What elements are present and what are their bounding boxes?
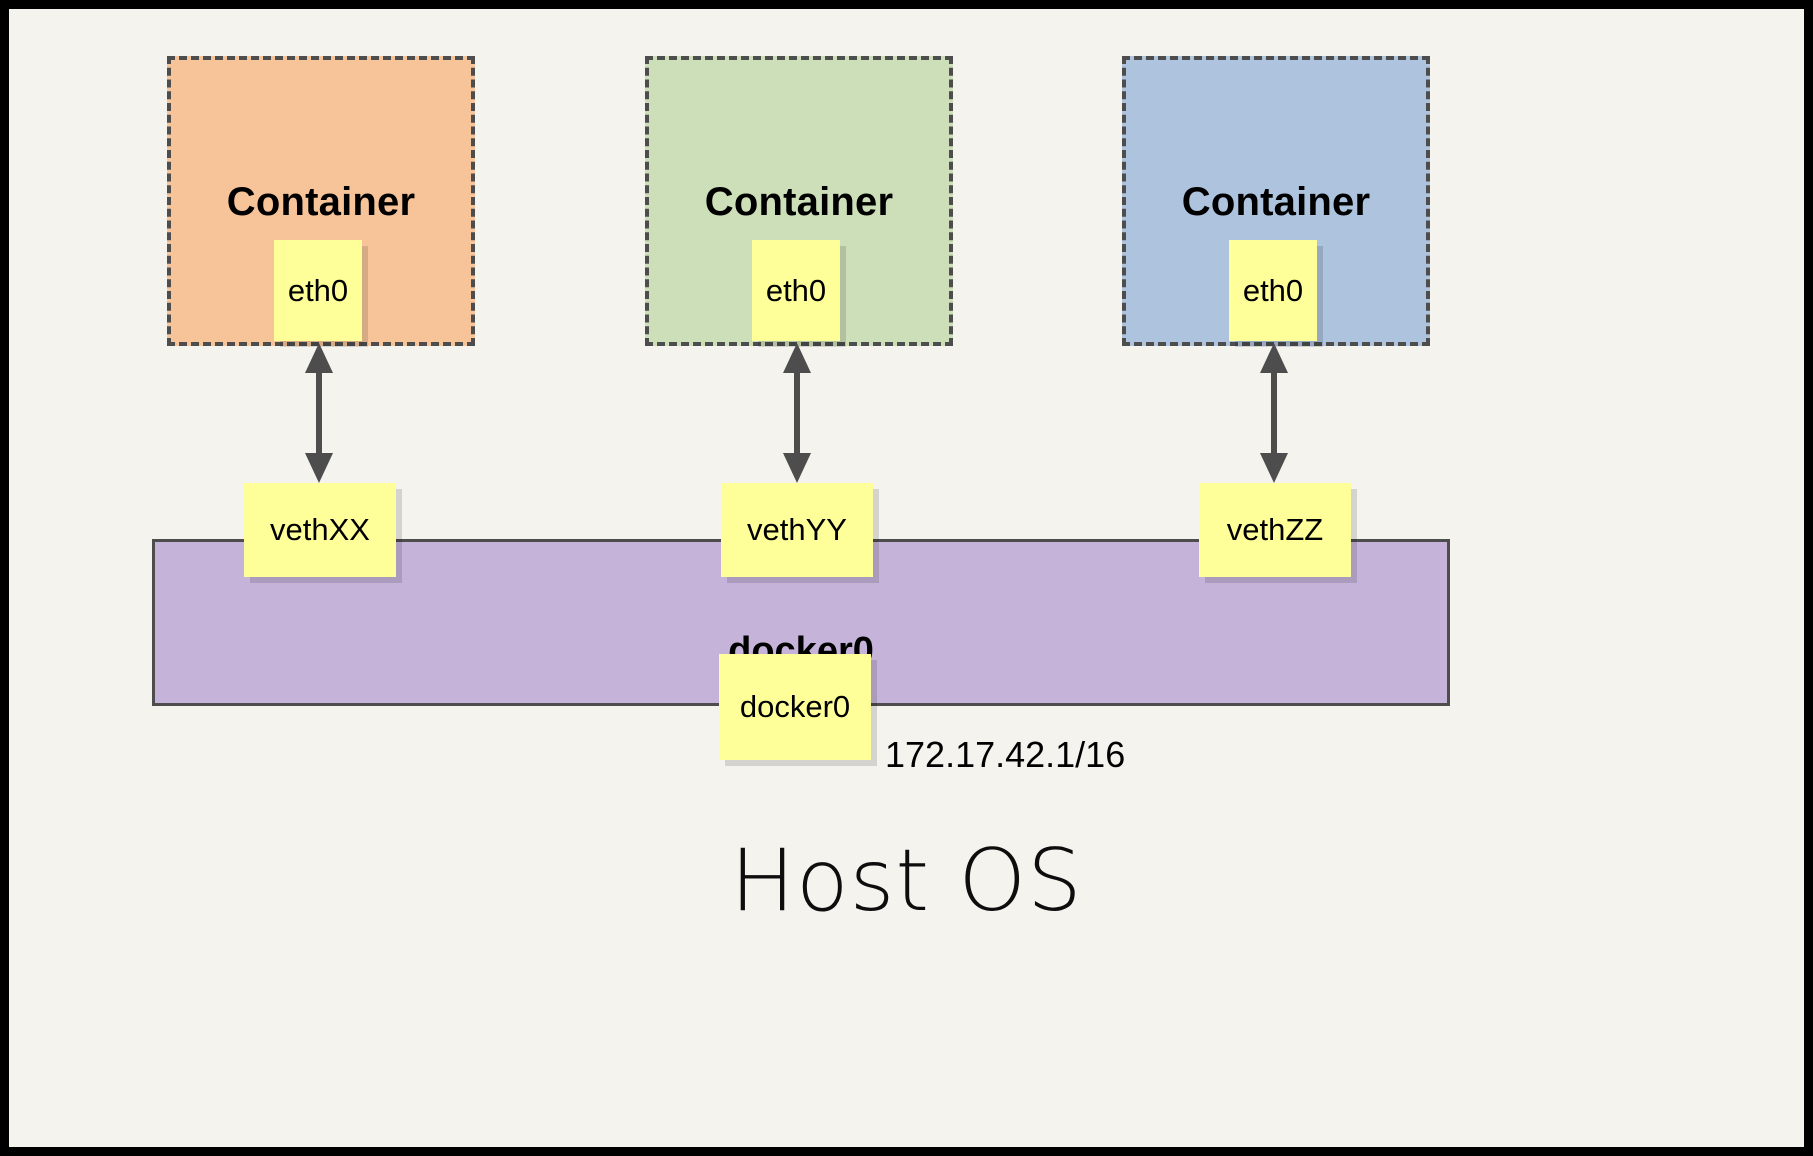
veth-label-1: vethXX <box>270 512 370 547</box>
veth-link-arrow-2 <box>783 343 811 483</box>
docker0-ip-address: 172.17.42.1/16 <box>885 734 1126 775</box>
veth-link-arrow-3 <box>1260 343 1288 483</box>
veth-link-arrow-1 <box>305 343 333 483</box>
veth-label-3: vethZZ <box>1226 512 1324 547</box>
eth0-box-1: eth0 <box>274 240 362 341</box>
veth-box-1: vethXX <box>244 483 396 577</box>
eth0-label-2: eth0 <box>765 272 827 308</box>
eth0-label-3: eth0 <box>1242 272 1304 308</box>
eth0-label-1: eth0 <box>287 272 349 308</box>
container-title-1: Container <box>226 180 416 224</box>
veth-box-3: vethZZ <box>1199 483 1351 577</box>
container-title-2: Container <box>704 180 894 224</box>
docker0-endpoint-box: docker0 <box>719 654 871 760</box>
eth0-box-2: eth0 <box>752 240 840 341</box>
host-os-label: Host OS <box>730 831 1083 931</box>
veth-box-2: vethYY <box>721 483 873 577</box>
veth-label-2: vethYY <box>747 512 847 547</box>
docker0-endpoint-label: docker0 <box>739 689 851 724</box>
eth0-box-3: eth0 <box>1229 240 1317 341</box>
container-title-3: Container <box>1181 180 1371 224</box>
